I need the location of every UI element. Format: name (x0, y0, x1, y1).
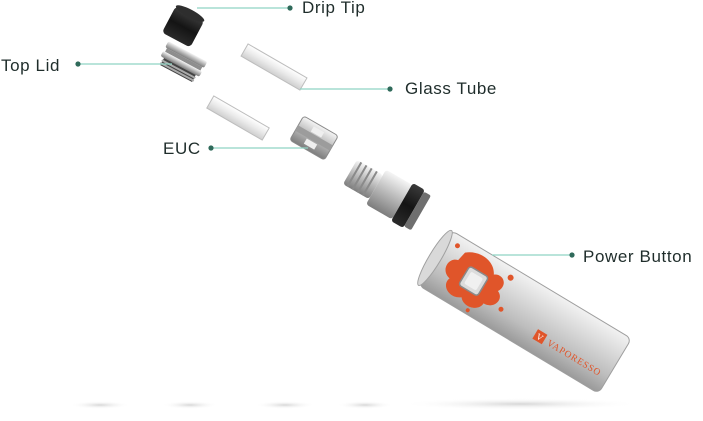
brand-mark: V (534, 331, 545, 343)
power-button-part (458, 266, 489, 296)
leader-dot-glass-tube (387, 86, 393, 92)
top-lid-part (159, 41, 207, 82)
ground-shadows (70, 398, 640, 410)
drip-tip-part (163, 5, 205, 47)
leader-dots (75, 5, 575, 258)
leader-dot-drip-tip (287, 5, 293, 11)
euc-coil-part (290, 116, 338, 160)
label-power-button: Power Button (583, 247, 693, 266)
label-glass-tube: Glass Tube (405, 79, 497, 98)
label-drip-tip: Drip Tip (302, 0, 366, 17)
battery-body-part: V VAPORESSO (417, 229, 630, 392)
glass-tube-upper (240, 43, 308, 91)
leader-dot-top-lid (75, 61, 81, 67)
tank-base-part (344, 160, 431, 230)
leader-dot-power-button (569, 252, 575, 258)
label-top-lid: Top Lid (1, 56, 61, 75)
label-euc: EUC (163, 139, 201, 158)
glass-tube-lower (206, 95, 270, 141)
leader-dot-euc (208, 145, 214, 151)
leader-lines (78, 7, 572, 256)
